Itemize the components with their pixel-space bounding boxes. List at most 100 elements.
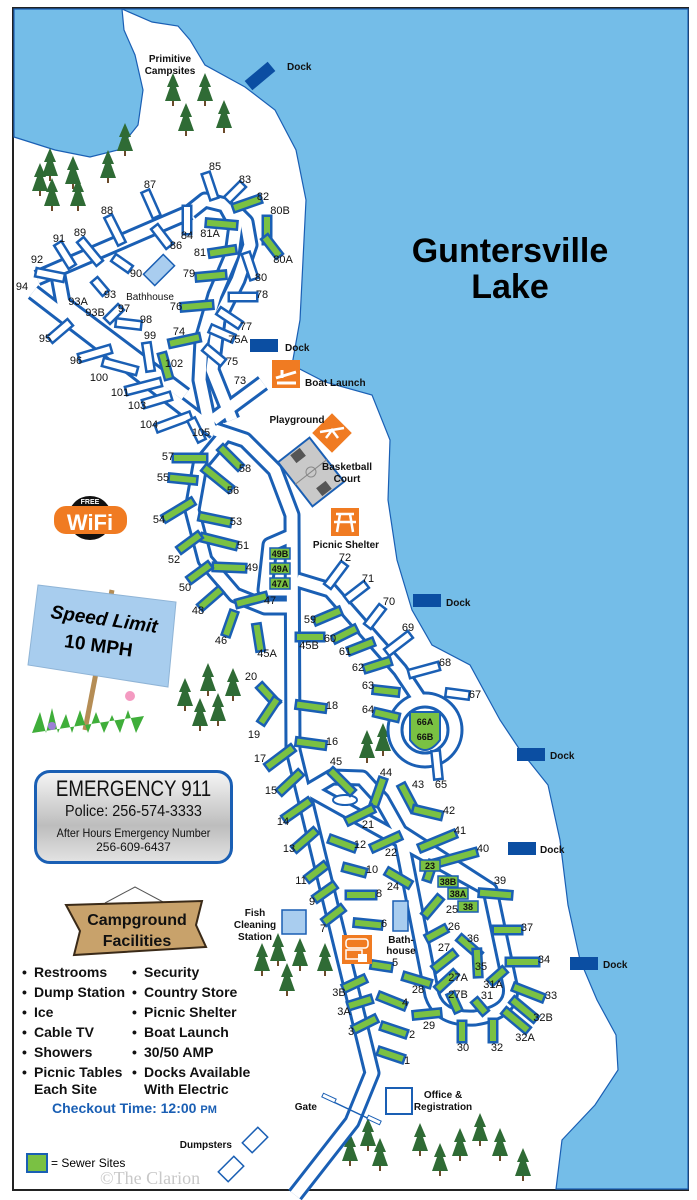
- site-label-36[interactable]: 36: [467, 933, 479, 945]
- site-label-95[interactable]: 95: [39, 333, 51, 345]
- dumpster[interactable]: [217, 1155, 245, 1183]
- site-label-32b[interactable]: 32B: [533, 1012, 553, 1024]
- sewer-site-pad[interactable]: [322, 905, 345, 925]
- site-label-22[interactable]: 22: [385, 847, 397, 859]
- site-label-100[interactable]: 100: [90, 372, 108, 384]
- sewer-site-pad[interactable]: [371, 778, 386, 806]
- sewer-site-pad[interactable]: [236, 593, 267, 607]
- site-pad[interactable]: [217, 308, 242, 328]
- site-label-27b[interactable]: 27B: [448, 989, 468, 1001]
- sewer-site-pad[interactable]: [419, 859, 441, 872]
- site-label-102[interactable]: 102: [165, 358, 183, 370]
- site-label-82[interactable]: 82: [257, 191, 269, 203]
- sewer-site-pad[interactable]: [345, 805, 375, 825]
- sewer-site-pad[interactable]: [435, 970, 458, 992]
- dump-station-icon[interactable]: [342, 935, 372, 964]
- site-label-59[interactable]: 59: [304, 614, 316, 626]
- site-label-38b[interactable]: 38B: [440, 877, 457, 887]
- sewer-site-pad[interactable]: [218, 445, 243, 470]
- site-label-68[interactable]: 68: [439, 657, 451, 669]
- sewer-site-pad[interactable]: [472, 998, 488, 1015]
- site-label-76[interactable]: 76: [170, 301, 182, 313]
- site-label-12[interactable]: 12: [354, 839, 366, 851]
- site-label-25[interactable]: 25: [446, 904, 458, 916]
- site-label-17[interactable]: 17: [254, 753, 266, 765]
- site-label-101[interactable]: 101: [111, 387, 129, 399]
- site-label-93[interactable]: 93: [104, 289, 116, 301]
- sewer-site-pad[interactable]: [354, 919, 382, 929]
- sewer-site-pad[interactable]: [413, 806, 442, 819]
- site-label-34[interactable]: 34: [538, 954, 550, 966]
- sewer-site-pad[interactable]: [223, 611, 237, 636]
- sewer-site-pad[interactable]: [378, 1048, 404, 1062]
- site-label-75[interactable]: 75: [226, 356, 238, 368]
- site-label-104[interactable]: 104: [140, 419, 158, 431]
- sewer-site-pad[interactable]: [448, 993, 461, 1012]
- site-label-15[interactable]: 15: [265, 785, 277, 797]
- site-label-56[interactable]: 56: [227, 485, 239, 497]
- site-label-69[interactable]: 69: [402, 622, 414, 634]
- sewer-site-pad[interactable]: [258, 697, 280, 725]
- site-label-67[interactable]: 67: [469, 689, 481, 701]
- sewer-site-pad[interactable]: [479, 889, 512, 899]
- site-label-5[interactable]: 5: [392, 957, 398, 969]
- sewer-site-pad[interactable]: [196, 271, 226, 281]
- sewer-site-pad[interactable]: [371, 833, 401, 851]
- site-label-20[interactable]: 20: [245, 671, 257, 683]
- site-label-49[interactable]: 49: [246, 562, 258, 574]
- site-label-99[interactable]: 99: [144, 330, 156, 342]
- site-label-9[interactable]: 9: [309, 896, 315, 908]
- site-label-46[interactable]: 46: [215, 635, 227, 647]
- site-pad[interactable]: [345, 582, 368, 602]
- site-pad[interactable]: [143, 393, 171, 407]
- site-label-41[interactable]: 41: [454, 825, 466, 837]
- office-registration[interactable]: [385, 1087, 413, 1115]
- site-label-58[interactable]: 58: [239, 463, 251, 475]
- site-pad[interactable]: [409, 663, 439, 677]
- site-label-28[interactable]: 28: [412, 984, 424, 996]
- sewer-site-pad[interactable]: [510, 997, 538, 1022]
- sewer-site-pad[interactable]: [202, 465, 233, 492]
- sewer-site-pad[interactable]: [343, 976, 366, 991]
- sewer-site-pad[interactable]: [425, 925, 448, 942]
- sewer-site-pad[interactable]: [385, 868, 412, 888]
- picnic-shelter-icon[interactable]: [331, 508, 359, 536]
- site-label-71[interactable]: 71: [362, 573, 374, 585]
- site-pad[interactable]: [116, 319, 141, 329]
- sewer-site-pad[interactable]: [282, 798, 312, 822]
- sewer-site-pad[interactable]: [213, 563, 246, 572]
- sewer-site-pad[interactable]: [398, 783, 418, 812]
- sewer-site-pad[interactable]: [373, 686, 399, 696]
- sewer-site-pad[interactable]: [432, 950, 457, 972]
- site-label-27a[interactable]: 27A: [448, 972, 468, 984]
- site-pad[interactable]: [36, 269, 64, 281]
- sewer-site-pad[interactable]: [177, 532, 202, 553]
- site-pad[interactable]: [210, 326, 234, 341]
- site-label-49a[interactable]: 49A: [272, 564, 289, 574]
- site-label-45a[interactable]: 45A: [257, 648, 277, 660]
- sewer-site-pad[interactable]: [269, 562, 291, 575]
- site-pad[interactable]: [432, 751, 442, 779]
- site-label-92[interactable]: 92: [31, 254, 43, 266]
- site-label-51[interactable]: 51: [237, 540, 249, 552]
- dock[interactable]: [250, 339, 278, 352]
- site-pad[interactable]: [143, 191, 159, 217]
- sewer-site-pad[interactable]: [269, 577, 291, 590]
- site-label-73[interactable]: 73: [234, 375, 246, 387]
- site-label-47[interactable]: 47: [264, 595, 276, 607]
- site-pad[interactable]: [203, 345, 225, 365]
- sewer-site-pad[interactable]: [378, 993, 406, 1009]
- site-pad[interactable]: [156, 413, 191, 431]
- sewer-site-pad[interactable]: [169, 474, 197, 484]
- dock[interactable]: [517, 748, 545, 761]
- site-label-14[interactable]: 14: [277, 816, 289, 828]
- site-label-29[interactable]: 29: [423, 1020, 435, 1032]
- site-label-31a[interactable]: 31A: [483, 979, 503, 991]
- site-label-38[interactable]: 38: [463, 902, 473, 912]
- sewer-site-pad[interactable]: [422, 895, 443, 918]
- site-label-80b[interactable]: 80B: [270, 205, 290, 217]
- site-label-38a[interactable]: 38A: [450, 889, 467, 899]
- sewer-site-pad[interactable]: [328, 768, 355, 795]
- site-label-45b[interactable]: 45B: [299, 640, 319, 652]
- site-label-35[interactable]: 35: [475, 961, 487, 973]
